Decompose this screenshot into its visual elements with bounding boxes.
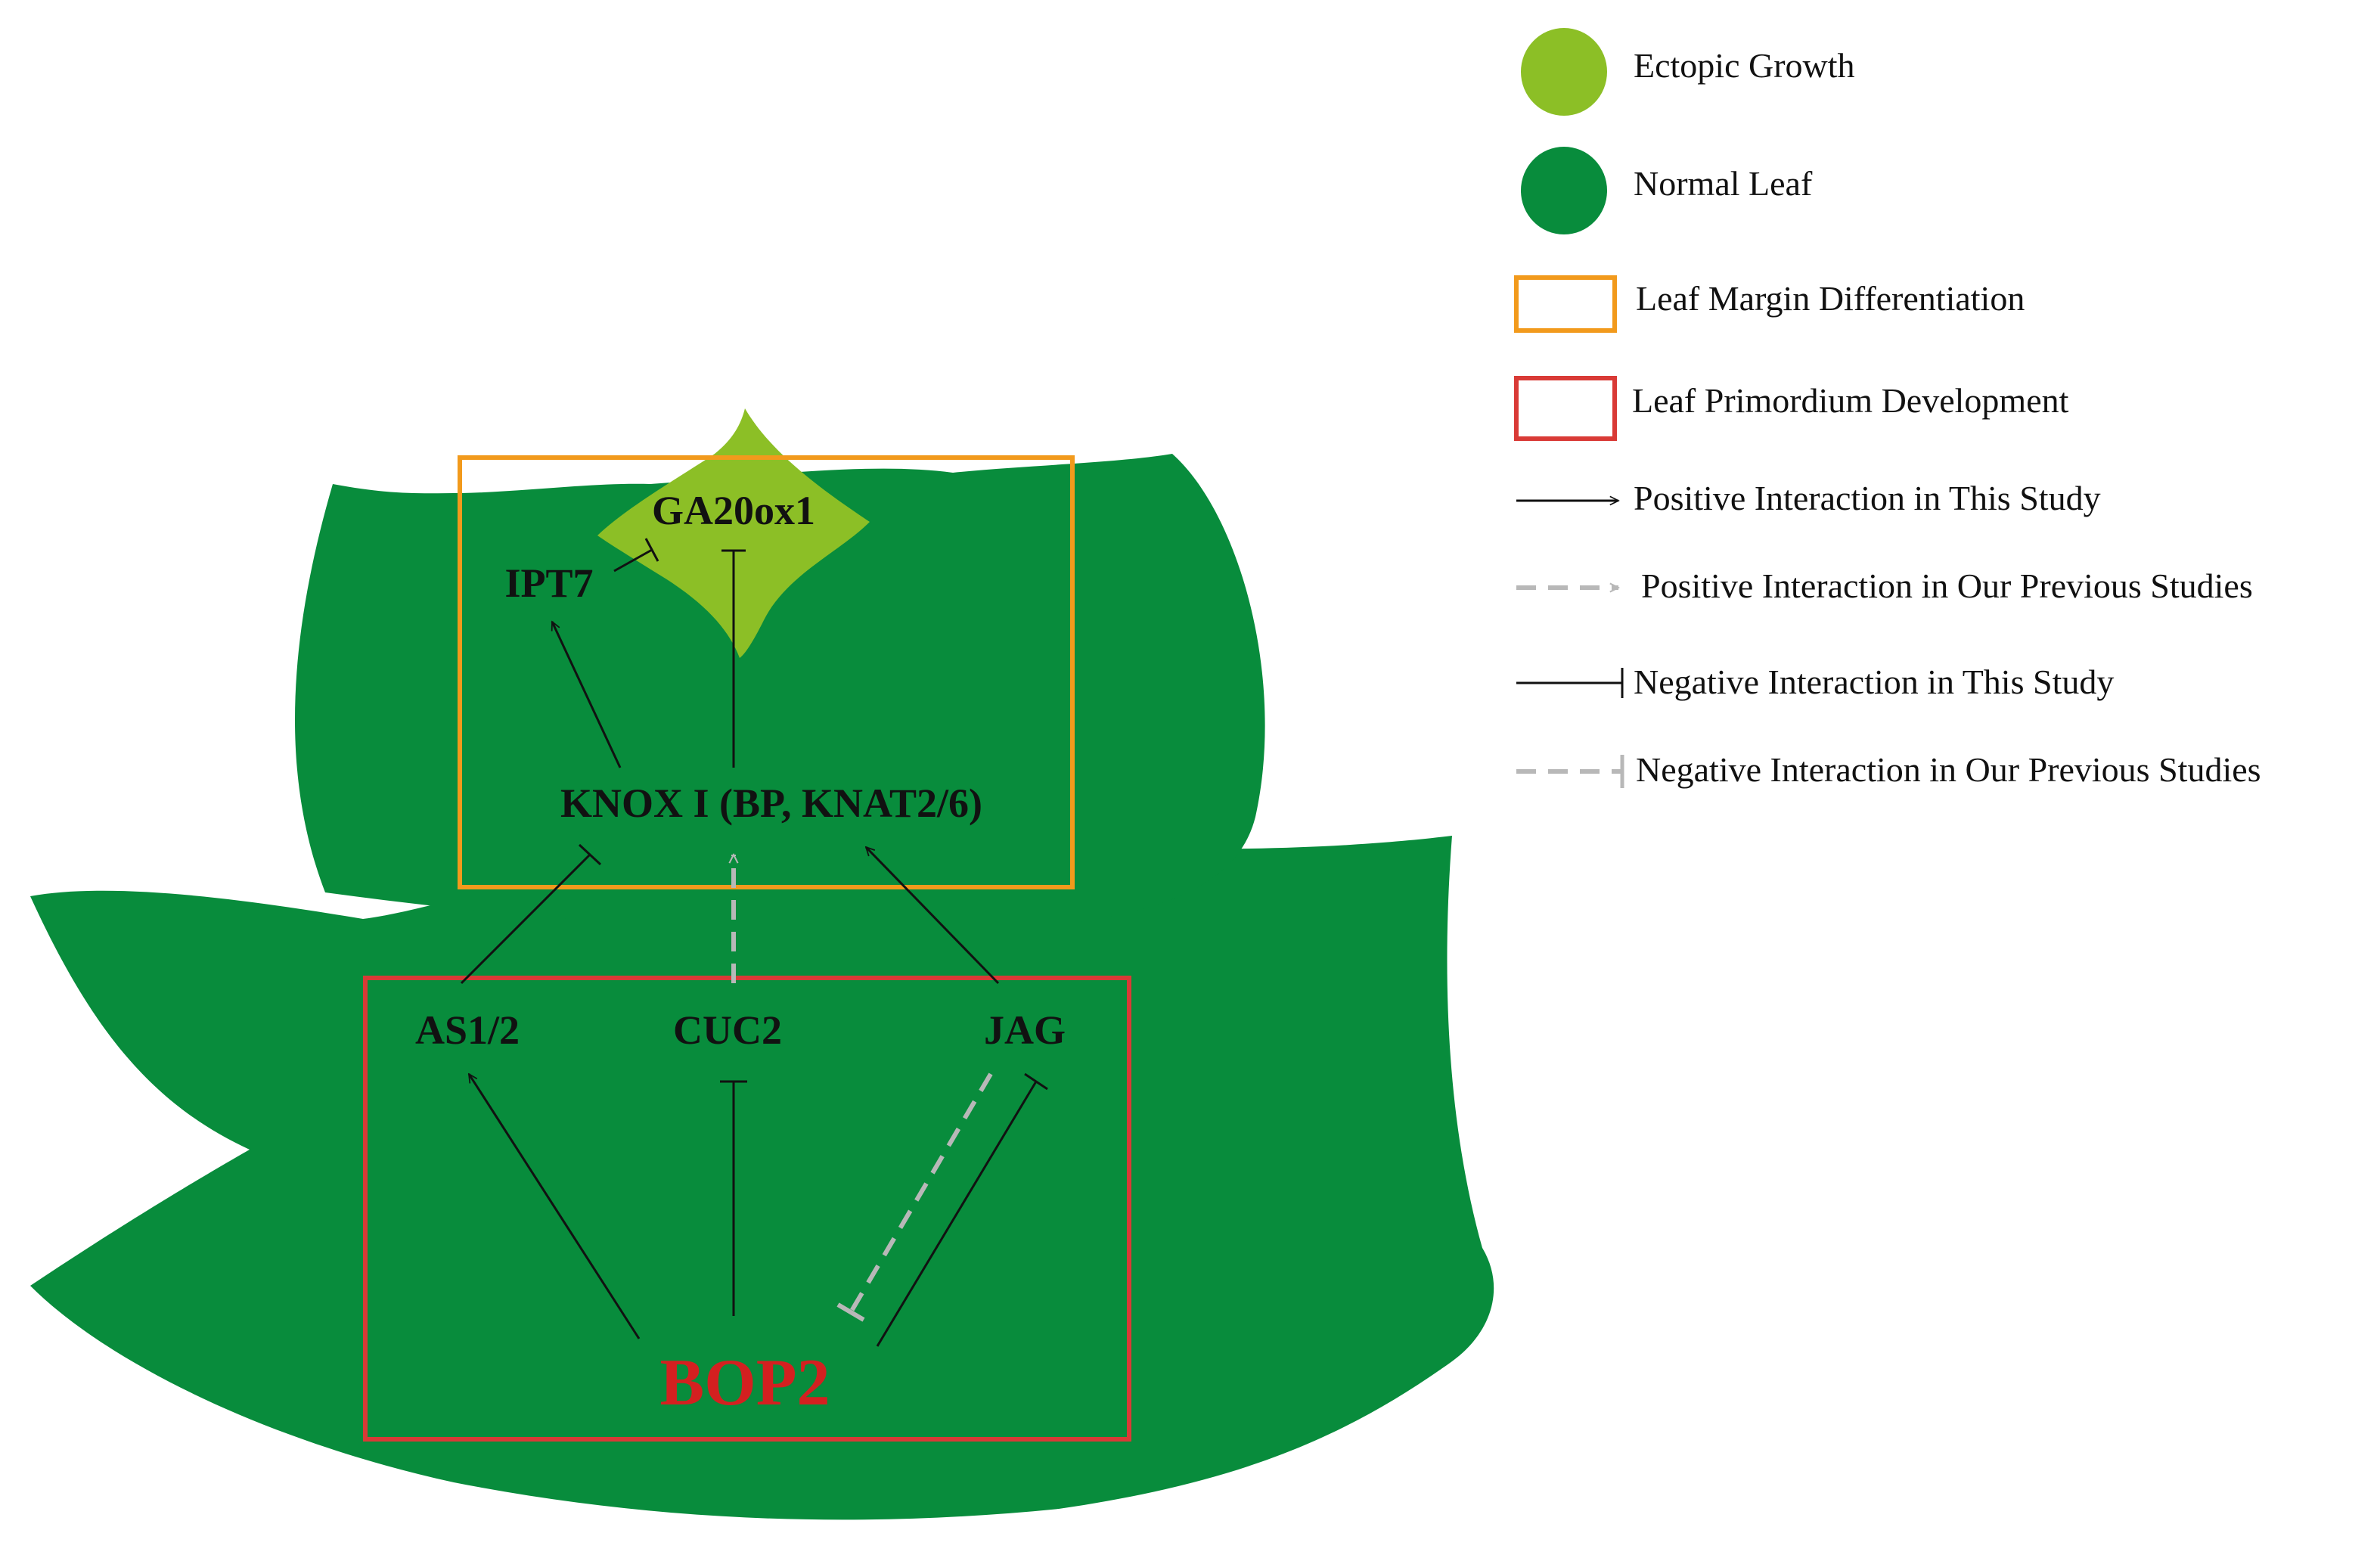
- node-bop2: BOP2: [660, 1346, 830, 1420]
- legend-label-primordium-development: Leaf Primordium Development: [1632, 381, 2069, 420]
- node-knox-i: KNOX I (BP, KNAT2/6): [560, 781, 982, 826]
- legend-label-margin-differentiation: Leaf Margin Differentiation: [1636, 279, 2025, 318]
- ectopic-growth-shape: [597, 408, 870, 658]
- legend: Ectopic Growth Normal Leaf Leaf Margin D…: [1514, 28, 2261, 789]
- legend-item-ectopic-growth: Ectopic Growth: [1521, 28, 1855, 116]
- primordium-box-swatch: [1514, 376, 1617, 441]
- knox-inhibition-bar-from-as12: [578, 843, 602, 866]
- upper-leaf-shape: [295, 454, 1265, 930]
- legend-item-positive-this-study: Positive Interaction in This Study: [1516, 479, 2101, 517]
- legend-item-primordium-development: Leaf Primordium Development: [1514, 376, 2069, 441]
- jag-inhibition-bar: [1024, 1072, 1048, 1091]
- node-cuc2: CUC2: [673, 1007, 782, 1053]
- legend-label-positive-previous: Positive Interaction in Our Previous Stu…: [1641, 566, 2253, 605]
- legend-label-positive-this-study: Positive Interaction in This Study: [1634, 479, 2101, 517]
- as12-to-knox-inhibition: [460, 853, 591, 985]
- ipt7-to-ga20ox1-inhibition: [613, 548, 653, 573]
- ectopic-growth-swatch: [1521, 28, 1607, 116]
- legend-item-positive-previous: Positive Interaction in Our Previous Stu…: [1516, 566, 2253, 605]
- legend-label-negative-this-study: Negative Interaction in This Study: [1634, 663, 2114, 701]
- node-ipt7: IPT7: [504, 560, 593, 606]
- margin-box-swatch: [1514, 275, 1617, 333]
- node-jag: JAG: [984, 1007, 1066, 1053]
- jag-to-knox-positive-arrow: [866, 847, 1000, 985]
- node-ga20ox1: GA20ox1: [652, 488, 815, 533]
- legend-item-negative-this-study: Negative Interaction in This Study: [1516, 663, 2114, 701]
- legend-item-negative-previous: Negative Interaction in Our Previous Stu…: [1516, 750, 2261, 789]
- knox-to-ipt7-positive-arrow: [551, 622, 622, 768]
- bop2-to-as12-positive-arrow: [467, 1074, 641, 1339]
- legend-item-margin-differentiation: Leaf Margin Differentiation: [1514, 275, 2025, 333]
- legend-label-ectopic-growth: Ectopic Growth: [1634, 46, 1855, 85]
- normal-leaf-swatch: [1521, 147, 1607, 234]
- bop2-previous-inhibition-bar: [836, 1302, 865, 1322]
- bop2-to-jag-inhibition: [876, 1081, 1038, 1347]
- jag-to-bop2-previous-inhibition: [849, 1072, 993, 1314]
- interactions: [460, 538, 1048, 1347]
- node-as12: AS1/2: [415, 1007, 520, 1053]
- ga20ox1-inhibition-bar-from-ipt7: [644, 538, 659, 562]
- legend-label-negative-previous: Negative Interaction in Our Previous Stu…: [1636, 750, 2261, 789]
- legend-label-normal-leaf: Normal Leaf: [1634, 164, 1813, 203]
- leaf-margin-differentiation-box: [458, 455, 1075, 889]
- leaf-primordium-development-box: [363, 976, 1131, 1442]
- legend-item-normal-leaf: Normal Leaf: [1521, 147, 1813, 234]
